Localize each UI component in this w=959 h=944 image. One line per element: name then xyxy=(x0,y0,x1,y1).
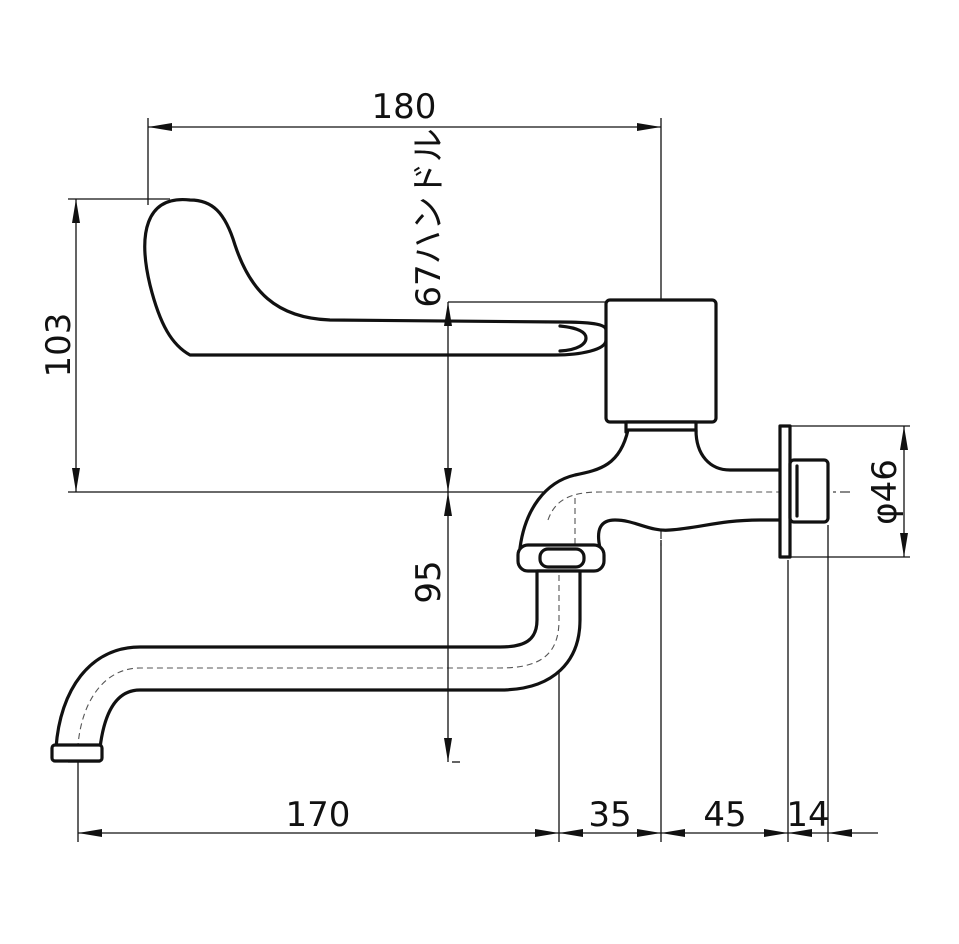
label-flange-diameter: φ46 xyxy=(865,459,905,525)
faucet-body xyxy=(518,428,788,550)
flange-collar xyxy=(788,458,830,524)
label-spout-length: 170 xyxy=(286,795,351,835)
dimension-bottom-chain xyxy=(78,829,878,837)
label-center-to-flange: 45 xyxy=(703,795,746,835)
lever-inner-groove xyxy=(558,324,588,353)
dimension-flange-diameter xyxy=(900,426,908,557)
extension-lines xyxy=(68,118,910,842)
dimension-overall-width xyxy=(148,123,661,131)
dimension-handle-height xyxy=(72,199,80,492)
dimension-spout-drop xyxy=(444,492,452,762)
label-handle-name: 67ハンドル xyxy=(409,128,449,307)
label-handle-height: 103 xyxy=(39,313,79,378)
valve-cap xyxy=(604,298,718,424)
label-flange-thickness: 14 xyxy=(786,795,829,835)
spout xyxy=(54,569,582,750)
lever-handle xyxy=(143,198,608,357)
dimension-handle-offset xyxy=(444,302,452,492)
label-spout-drop: 95 xyxy=(409,560,449,603)
label-overall-width: 180 xyxy=(372,87,437,127)
spout-aerator xyxy=(50,743,104,763)
label-spout-to-center: 35 xyxy=(588,795,631,835)
